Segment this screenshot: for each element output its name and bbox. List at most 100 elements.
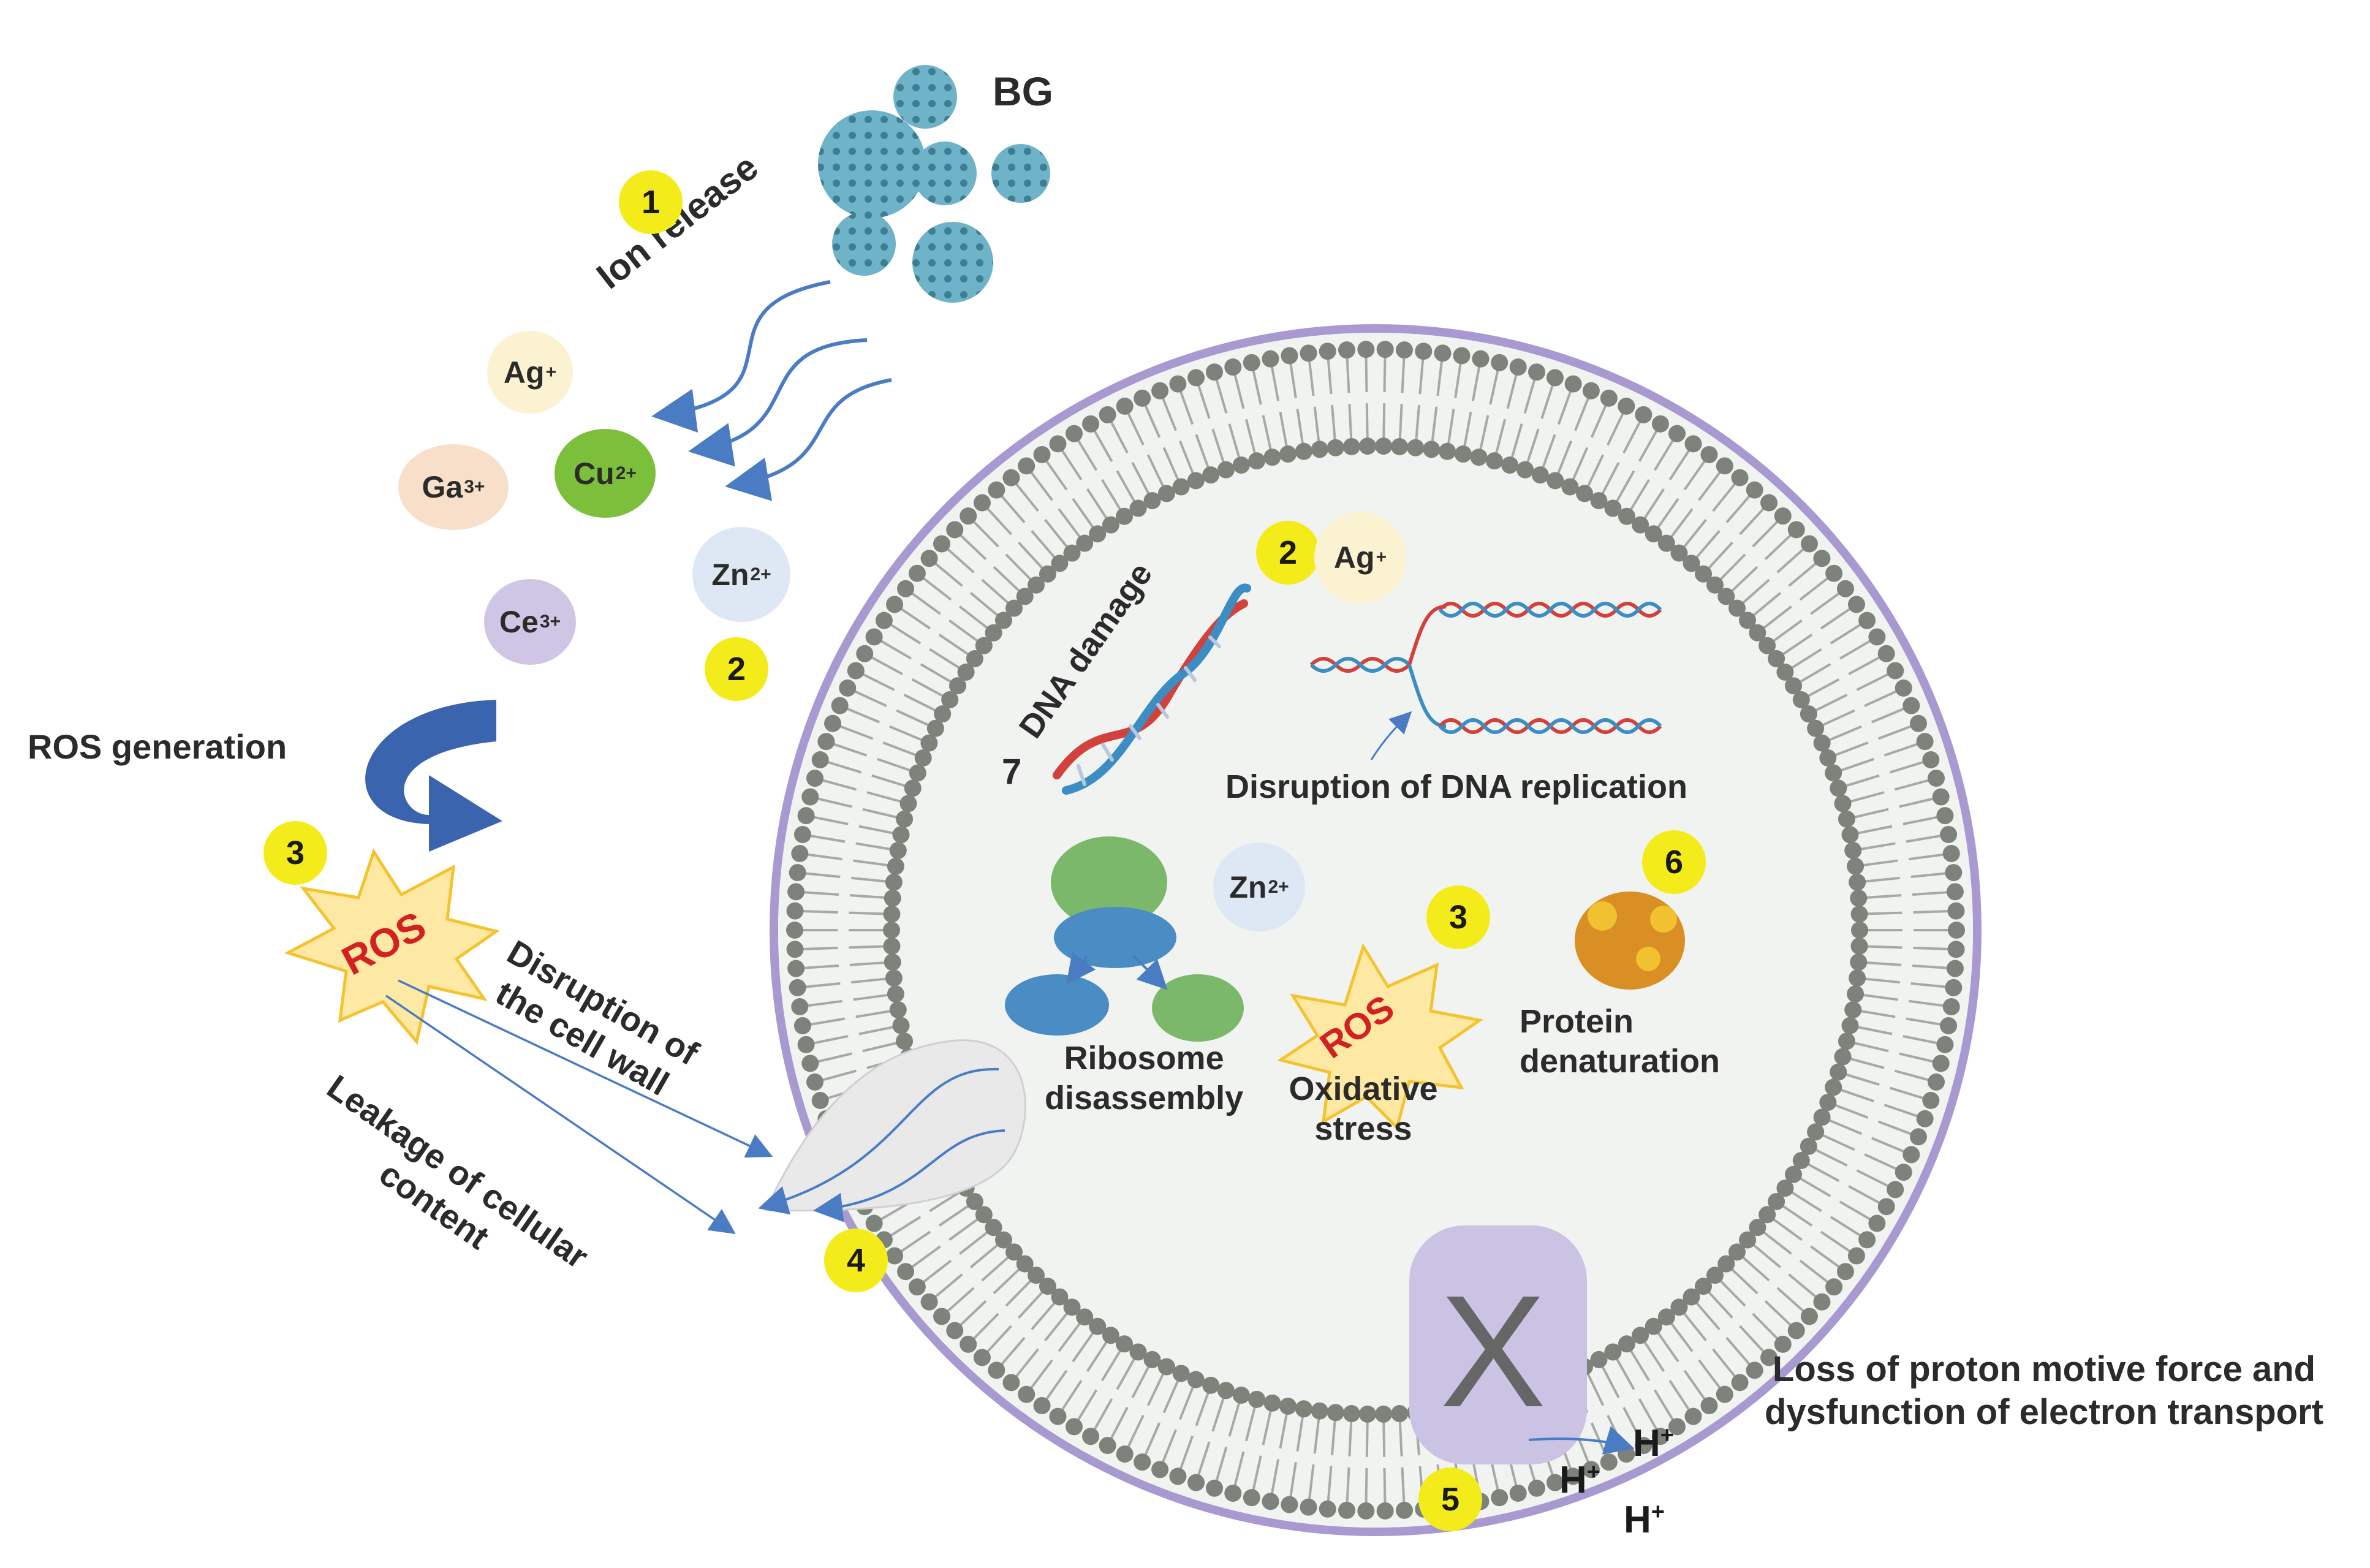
lipid-head — [1825, 764, 1842, 782]
lipid-head — [1453, 347, 1471, 365]
lipid-head — [1531, 466, 1549, 484]
lipid-head — [1547, 472, 1564, 490]
lipid-head — [985, 624, 1002, 642]
lipid-head — [896, 810, 914, 828]
bioactive-glass-particles — [818, 65, 1050, 303]
lipid-head — [1582, 382, 1600, 400]
lipid-head — [960, 507, 977, 525]
dna-replication-fork — [1309, 602, 1662, 734]
lipid-head — [1018, 1385, 1035, 1403]
lipid-head — [1051, 1288, 1069, 1306]
lipid-head — [1002, 469, 1020, 487]
lipid-head — [1635, 406, 1653, 423]
lipid-head — [908, 1278, 926, 1296]
lipid-head — [1391, 1405, 1409, 1423]
lipid-head — [1813, 550, 1831, 567]
lipid-head — [1262, 350, 1279, 368]
lipid-head — [1582, 1461, 1600, 1479]
lipid-head — [1600, 389, 1618, 407]
lipid-head — [975, 1206, 993, 1224]
lipid-head — [960, 1335, 977, 1353]
lipid-head — [1683, 555, 1700, 572]
lipid-head — [1485, 452, 1503, 470]
lipid-head — [1300, 344, 1317, 362]
lipid-head — [941, 691, 959, 709]
ros-generation-label: ROS generation — [28, 727, 287, 766]
lipid-head — [1635, 1437, 1653, 1455]
lipid-head — [1830, 1063, 1847, 1081]
lipid-head — [1825, 1078, 1842, 1096]
lipid-head — [1632, 1327, 1649, 1344]
lipid-head — [1922, 1092, 1940, 1110]
lipid-head — [1263, 449, 1281, 466]
lipid-head — [1491, 354, 1509, 371]
lipid-head — [1576, 485, 1594, 502]
lipid-head — [1849, 969, 1866, 987]
lipid-head — [988, 1362, 1005, 1379]
lipid-head — [1039, 565, 1056, 583]
lipid-head — [1243, 354, 1260, 371]
lipid-head — [1376, 1502, 1394, 1520]
lipid-head — [1945, 979, 1963, 996]
lipid-head — [1407, 439, 1425, 456]
lipid-head — [1731, 1374, 1749, 1392]
lipid-head — [1295, 1400, 1312, 1418]
lipid-head — [1877, 1198, 1895, 1216]
lipid-head — [1784, 677, 1802, 695]
lipid-head — [1501, 456, 1519, 474]
lipid-head — [885, 969, 903, 987]
lipid-head — [1618, 397, 1635, 415]
lipid-head — [966, 1192, 983, 1210]
lipid-head — [883, 905, 901, 923]
lipid-head — [1768, 650, 1785, 668]
lipid-head — [1792, 691, 1810, 709]
lipid-head — [1858, 1231, 1876, 1249]
lipid-head — [1684, 1407, 1702, 1425]
cell-outer-ring — [770, 324, 1982, 1536]
lipid-head — [1224, 358, 1242, 376]
lipid-head — [949, 677, 967, 695]
lipid-head — [1509, 358, 1527, 376]
lipid-head — [1932, 1055, 1950, 1072]
lipid-head — [1632, 516, 1649, 534]
lipid-head — [1731, 469, 1749, 487]
ribosome-line-2: disassembly — [1045, 1079, 1244, 1116]
lipid-head — [1877, 645, 1895, 662]
lipid-head — [1706, 1267, 1724, 1284]
lipid-head — [1760, 1349, 1778, 1366]
lipid-head — [797, 1036, 815, 1053]
lipid-head — [1716, 1385, 1733, 1403]
lipid-head — [1746, 1362, 1763, 1379]
denatured-protein — [1575, 892, 1685, 990]
lipid-head — [1049, 1407, 1067, 1425]
lipid-head — [1847, 985, 1865, 1003]
lipid-head — [1116, 507, 1134, 525]
lipid-head — [1936, 807, 1954, 825]
lipid-head — [1909, 1128, 1927, 1146]
lipid-head — [1311, 441, 1328, 458]
lipid-head — [1172, 1365, 1190, 1382]
lipid-head — [791, 844, 809, 862]
lipid-head — [786, 941, 804, 958]
lipid-head — [1895, 679, 1912, 697]
lipid-head — [1187, 369, 1205, 387]
lipid-head — [1928, 770, 1945, 787]
lipid-head — [1089, 1317, 1107, 1335]
lipid-head — [1834, 1048, 1852, 1066]
lipid-head — [1358, 1405, 1376, 1423]
lipid-head — [1945, 864, 1963, 882]
badge-3-inner: 3 — [1426, 885, 1490, 949]
lipid-head — [1066, 425, 1083, 442]
disruption-dna-replication-label: Disruption of DNA replication — [1225, 768, 1687, 805]
lipid-head — [865, 628, 883, 646]
lipid-head — [1836, 580, 1854, 597]
lipid-head — [904, 779, 922, 797]
lipid-head — [1319, 1500, 1336, 1518]
lipid-head — [1279, 1397, 1297, 1415]
lipid-head — [1375, 1405, 1393, 1423]
lipid-head — [1838, 810, 1855, 828]
